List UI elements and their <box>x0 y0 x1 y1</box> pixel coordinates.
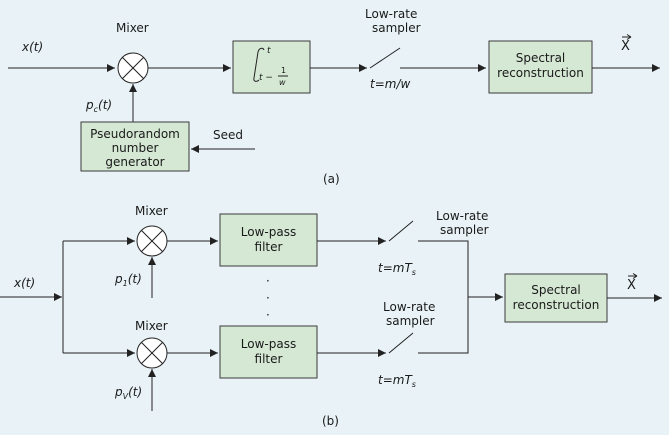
b-output-label: X <box>627 278 636 293</box>
a-mixer-icon <box>117 52 149 84</box>
b-lowpass-bottom-block <box>219 325 318 379</box>
b-mixer-top-icon <box>136 225 168 257</box>
a-integral-lower: t − <box>259 73 273 83</box>
a-integral-upper: t <box>267 46 271 56</box>
b-spectral-block <box>504 273 608 323</box>
b-lowpass-top-block <box>219 213 318 267</box>
b-lowpass-bottom-label-1: Low-pass <box>241 337 296 351</box>
b-output-vector-arrow-icon <box>628 273 638 279</box>
b-spectral-label-2: reconstruction <box>513 298 600 312</box>
b-input-label: x(t) <box>13 276 35 290</box>
a-prng-label-2: number <box>112 141 159 155</box>
b-mixer-bottom-label: Mixer <box>135 319 168 333</box>
a-sample-time: t=m/w <box>370 77 410 91</box>
b-sample-time-top: t=mTs <box>378 261 416 277</box>
a-spectral-label-1: Spectral <box>516 51 566 65</box>
a-seed-label: Seed <box>213 128 243 142</box>
panel-a: x(t) Mixer pc(t) t t − 1 w Low-rate <box>8 7 660 186</box>
b-ellipsis-dot-1: · <box>266 274 270 288</box>
a-output-label: X <box>621 39 630 54</box>
b-spectral-label-1: Spectral <box>531 283 581 297</box>
b-caption: (b) <box>322 414 339 428</box>
b-sample-time-bottom: t=mTs <box>378 373 416 389</box>
a-prng-label-1: Pseudorandom <box>90 127 180 141</box>
b-ellipsis-dot-3: · <box>266 308 270 322</box>
b-sampler-bottom-switch-icon <box>388 297 469 354</box>
a-sampler-label-2: sampler <box>372 21 421 35</box>
a-integral-frac-den: w <box>279 78 286 87</box>
a-prng-block <box>80 121 190 172</box>
a-spectral-block <box>488 40 593 94</box>
a-integral-frac-num: 1 <box>281 66 286 75</box>
b-lowpass-top-label-1: Low-pass <box>241 225 296 239</box>
a-input-label: x(t) <box>21 40 43 54</box>
b-sampler-bottom-label-2: sampler <box>386 314 435 328</box>
a-mixer-label: Mixer <box>116 21 149 35</box>
b-sampler-top-label-2: sampler <box>440 223 489 237</box>
a-prng-label-3: generator <box>105 155 164 169</box>
b-sampler-bottom-label-1: Low-rate <box>383 300 435 314</box>
b-mixer-bottom-icon <box>136 337 168 369</box>
a-output-vector-arrow-icon <box>622 34 632 40</box>
b-lowpass-top-label-2: filter <box>255 240 283 254</box>
b-pv-label: pV(t) <box>114 385 142 401</box>
panel-b: x(t) Mixer p1(t) Low-pass filter Low-rat… <box>0 204 662 428</box>
b-ellipsis-dot-2: · <box>266 291 270 305</box>
b-sampler-top-switch-icon <box>388 220 469 297</box>
a-caption: (a) <box>323 172 340 186</box>
a-pc-label: pc(t) <box>85 98 112 114</box>
b-p1-label: p1(t) <box>114 272 142 288</box>
a-spectral-label-2: reconstruction <box>497 66 584 80</box>
b-lowpass-bottom-label-2: filter <box>255 352 283 366</box>
a-integrator-block <box>232 40 311 94</box>
a-sampler-label-1: Low-rate <box>365 7 417 21</box>
a-integral-icon <box>253 47 265 82</box>
a-sampler-switch-icon <box>369 47 486 72</box>
b-sampler-top-label-1: Low-rate <box>436 209 488 223</box>
b-mixer-top-label: Mixer <box>135 204 168 218</box>
